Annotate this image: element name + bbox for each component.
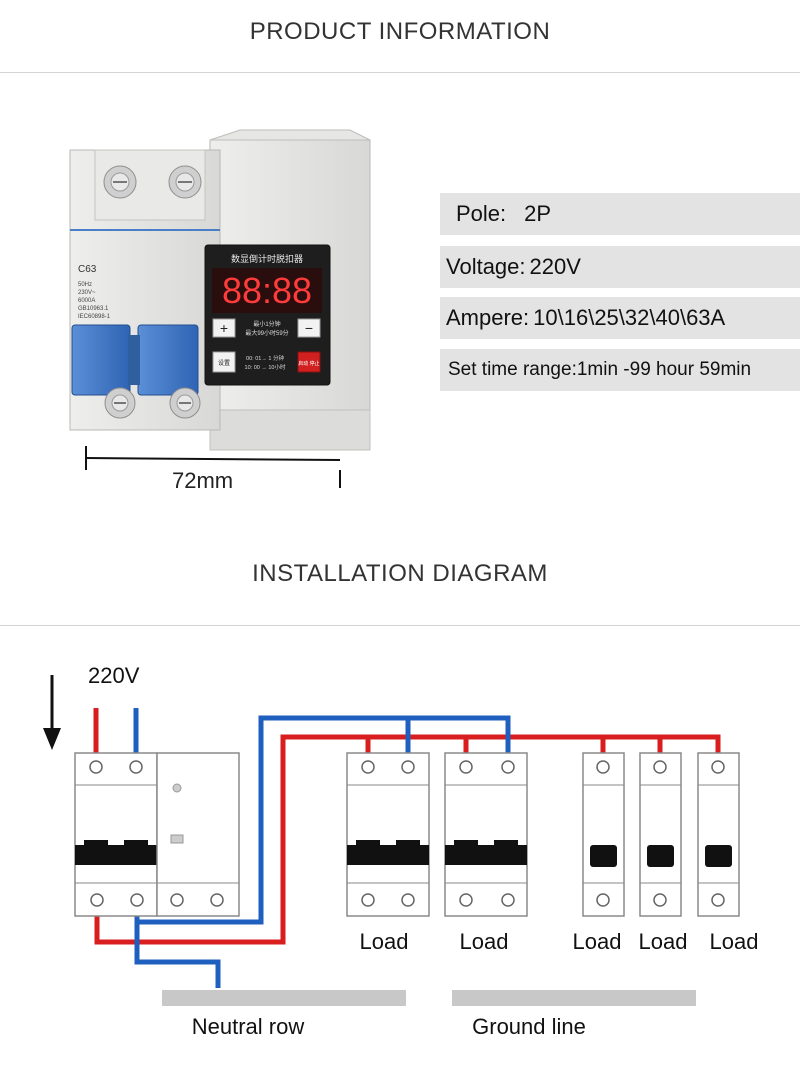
spec-row-pole: Pole: 2P bbox=[440, 193, 800, 235]
load-label: Load bbox=[573, 929, 622, 954]
timer-digits: 88:88 bbox=[222, 270, 312, 311]
product-information-title: PRODUCT INFORMATION bbox=[249, 18, 551, 45]
timer-module bbox=[156, 752, 240, 917]
screw-top-right-icon bbox=[168, 165, 202, 199]
installation-diagram-title: INSTALLATION DIAGRAM bbox=[252, 560, 548, 587]
spec-key: Pole: bbox=[456, 201, 507, 226]
breaker-model-label: C63 bbox=[78, 264, 97, 275]
load-breaker-1p bbox=[582, 752, 625, 917]
spec-key: Voltage: bbox=[446, 254, 526, 279]
diagram-divider bbox=[0, 625, 800, 626]
start-stop-button bbox=[297, 351, 321, 373]
time-note: 10: 00 → 10小时 bbox=[245, 363, 286, 371]
load-breaker-1p bbox=[639, 752, 682, 917]
timer-module-top bbox=[209, 129, 371, 141]
range-note: 最大99小时59分 bbox=[245, 329, 288, 337]
minus-button-label: − bbox=[305, 320, 313, 336]
spec-value: 10\16\25\32\40\63A bbox=[533, 305, 726, 330]
set-button-label: 设置 bbox=[218, 359, 230, 367]
neutral-bar bbox=[162, 990, 406, 1006]
spec-row-time-range: Set time range: 1min -99 hour 59min bbox=[440, 349, 800, 391]
plus-button-label: + bbox=[220, 320, 228, 336]
minus-button bbox=[297, 318, 321, 338]
spec-value: 220V bbox=[529, 254, 581, 279]
set-button bbox=[212, 351, 236, 373]
start-stop-label: 启动 停止 bbox=[298, 360, 319, 367]
supply-voltage-label: 220V bbox=[88, 663, 140, 688]
load-label: Load bbox=[360, 929, 409, 954]
load-label: Load bbox=[639, 929, 688, 954]
breaker-spec-line: 50Hz bbox=[78, 282, 92, 288]
screw-top-left-icon bbox=[103, 165, 137, 199]
spec-row-voltage: Voltage: 220V bbox=[440, 246, 800, 288]
neutral-row-label: Neutral row bbox=[192, 1014, 305, 1039]
product-photo: C63 50Hz 230V~ 6000A GB10963.1 IEC60898-… bbox=[69, 129, 371, 451]
load-label: Load bbox=[460, 929, 509, 954]
spec-value: 1min -99 hour 59min bbox=[576, 359, 752, 380]
supply-arrow-icon bbox=[43, 675, 61, 750]
dimension-label: 72mm bbox=[172, 468, 234, 493]
plus-button bbox=[212, 318, 236, 338]
spec-row-ampere: Ampere: 10\16\25\32\40\63A bbox=[440, 297, 800, 339]
wiring-diagram: 220V bbox=[43, 663, 759, 1039]
spec-key: Ampere: bbox=[446, 305, 530, 330]
breaker-spec-line: 230V~ bbox=[78, 290, 96, 296]
screw-bottom-right-icon bbox=[169, 387, 201, 419]
time-note: 00: 01→ 1 分钟 bbox=[246, 354, 284, 362]
screw-bottom-left-icon bbox=[104, 387, 136, 419]
ground-line-label: Ground line bbox=[472, 1014, 586, 1039]
load-breaker-2p bbox=[444, 752, 528, 917]
breaker-lever-right bbox=[137, 324, 199, 396]
spec-value: 2P bbox=[524, 201, 552, 226]
timer-panel-title: 数显倒计时脱扣器 bbox=[231, 253, 303, 264]
breaker-spec-line: IEC60898-1 bbox=[78, 314, 111, 320]
load-breaker-1p bbox=[697, 752, 740, 917]
dimension-indicator bbox=[85, 446, 341, 488]
main-breaker bbox=[74, 752, 158, 917]
spec-key: Set time range: bbox=[448, 359, 577, 380]
breaker-spec-line: GB10963.1 bbox=[78, 306, 109, 312]
timer-digit-window bbox=[212, 268, 322, 313]
ground-bar bbox=[452, 990, 696, 1006]
breaker-spec-line: 6000A bbox=[78, 298, 95, 304]
title-divider bbox=[0, 72, 800, 73]
breaker-lever-left bbox=[71, 324, 131, 396]
load-breaker-2p bbox=[346, 752, 430, 917]
load-label: Load bbox=[710, 929, 759, 954]
range-note: 最小1分钟 bbox=[253, 320, 280, 328]
